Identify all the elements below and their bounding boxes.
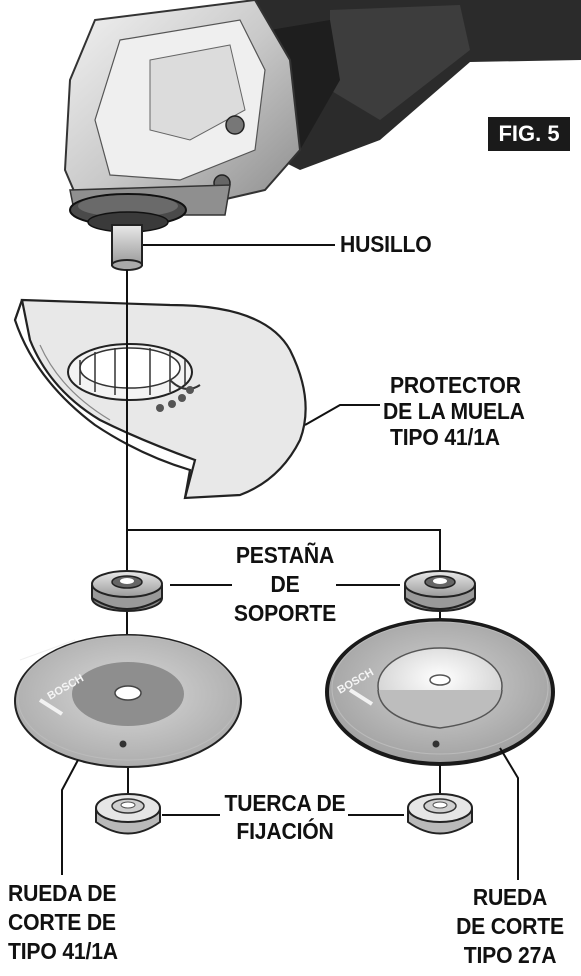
wheel27-label-line1: RUEDA <box>472 884 548 910</box>
flange-label-line1: PESTAÑA <box>235 542 335 568</box>
cutting-wheel-type-27 <box>325 618 555 766</box>
wheel41-label-line2: CORTE DE <box>8 909 116 935</box>
spindle-label: HUSILLO <box>340 231 432 257</box>
wheel41-leader <box>61 759 79 875</box>
flange-label-line3: SOPORTE <box>233 600 337 626</box>
lock-nut-right <box>407 793 473 835</box>
flange-label-line2: DE <box>270 571 300 597</box>
backing-flange-left <box>91 570 163 612</box>
wheel41-label-line3: TIPO 41/1A <box>8 938 118 964</box>
axis-split-line <box>127 529 441 570</box>
guard-leader <box>304 404 380 426</box>
wheel27-label-line3: TIPO 27A <box>463 942 557 968</box>
guard-label-line3: TIPO 41/1A <box>390 424 500 450</box>
wheel27-label-line2: DE CORTE <box>456 913 564 939</box>
lock-nut-left <box>95 793 161 835</box>
grinder-body <box>63 0 581 271</box>
guard-label-line2: DE LA MUELA <box>383 398 525 424</box>
wheel27-leader <box>499 747 519 880</box>
wheel-guard <box>13 298 307 500</box>
nut-label-line1: TUERCA DE <box>224 790 346 816</box>
wheel41-label-line1: RUEDA DE <box>8 880 117 906</box>
figure-badge: FIG. 5 <box>488 117 570 151</box>
guard-label-line1: PROTECTOR <box>390 372 521 398</box>
cutting-wheel-type-41 <box>14 634 242 768</box>
nut-label-line2: FIJACIÓN <box>236 818 334 844</box>
backing-flange-right <box>404 570 476 612</box>
